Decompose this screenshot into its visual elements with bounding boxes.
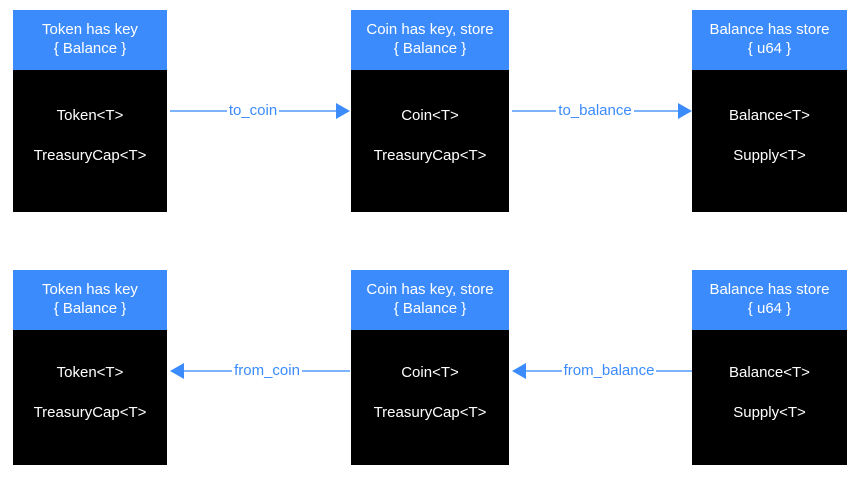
node-token-top[interactable]: Token has key { Balance } Token<T> Treas… (13, 10, 167, 212)
node-header: Token has key { Balance } (13, 270, 167, 330)
edge-label: from_balance (563, 362, 655, 379)
node-type-line: TreasuryCap<T> (373, 147, 487, 164)
node-header: Coin has key, store { Balance } (351, 10, 509, 70)
edge-label: to_coin (228, 102, 278, 119)
node-balance-top[interactable]: Balance has store { u64 } Balance<T> Sup… (692, 10, 847, 212)
arrowhead-right-icon (678, 103, 692, 119)
node-type-line: Balance<T> (729, 363, 810, 381)
node-type-line: Balance<T> (729, 107, 810, 124)
edge-label: to_balance (558, 102, 632, 119)
node-body: Balance<T> Supply<T> (692, 330, 847, 465)
edge-line (301, 370, 351, 372)
node-type-line: Supply<T> (733, 403, 806, 421)
node-body: Balance<T> Supply<T> (692, 70, 847, 212)
edge-line (526, 370, 562, 372)
edge-line (633, 110, 678, 112)
arrowhead-right-icon (336, 103, 350, 119)
node-token-bottom[interactable]: Token has key { Balance } Token<T> Treas… (13, 270, 167, 465)
edge-to-coin: to_coin (170, 100, 350, 122)
node-header: Balance has store { u64 } (692, 270, 847, 330)
node-balance-bottom[interactable]: Balance has store { u64 } Balance<T> Sup… (692, 270, 847, 465)
edge-to-balance: to_balance (512, 100, 692, 122)
edge-line (512, 110, 557, 112)
node-header: Token has key { Balance } (13, 10, 167, 70)
node-type-line: Coin<T> (401, 107, 459, 124)
edge-label: from_coin (234, 362, 300, 379)
edge-line (656, 370, 693, 372)
node-type-line: Token<T> (56, 363, 124, 381)
node-type-line: TreasuryCap<T> (33, 403, 147, 421)
node-header: Coin has key, store { Balance } (351, 270, 509, 330)
arrowhead-left-icon (512, 363, 526, 379)
edge-from-coin: from_coin (170, 360, 351, 382)
node-body: Coin<T> TreasuryCap<T> (351, 330, 509, 465)
arrowhead-left-icon (170, 363, 184, 379)
edge-line (279, 110, 336, 112)
edge-line (170, 110, 227, 112)
node-coin-bottom[interactable]: Coin has key, store { Balance } Coin<T> … (351, 270, 509, 465)
node-type-line: Coin<T> (401, 363, 459, 381)
edge-from-balance: from_balance (512, 360, 693, 382)
node-type-line: Token<T> (56, 107, 124, 124)
node-body: Token<T> TreasuryCap<T> (13, 70, 167, 212)
node-type-line: Supply<T> (733, 147, 806, 164)
edge-line (184, 370, 233, 372)
node-body: Token<T> TreasuryCap<T> (13, 330, 167, 465)
node-header: Balance has store { u64 } (692, 10, 847, 70)
node-type-line: TreasuryCap<T> (33, 147, 147, 164)
node-coin-top[interactable]: Coin has key, store { Balance } Coin<T> … (351, 10, 509, 212)
node-body: Coin<T> TreasuryCap<T> (351, 70, 509, 212)
node-type-line: TreasuryCap<T> (373, 403, 487, 421)
